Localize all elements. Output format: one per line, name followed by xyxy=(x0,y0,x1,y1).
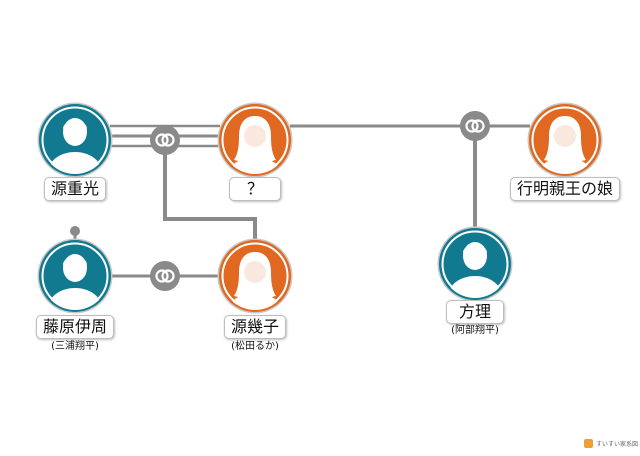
actor-label-fujiwara-korechika: (三浦翔平) xyxy=(51,341,99,352)
face-silhouette xyxy=(554,125,576,147)
name-label-fujiwara-korechika: 藤原伊周 xyxy=(35,315,115,339)
marriage-rings-icon xyxy=(150,125,180,155)
name-label-unknown-wife: ？ xyxy=(229,177,281,201)
logo-text: すいすい家系図 xyxy=(596,440,639,448)
marriage-rings-icon xyxy=(150,261,180,291)
shoulders-silhouette xyxy=(228,294,282,310)
person-avatar-minamoto-shigemitsu xyxy=(37,102,113,178)
branch-dot xyxy=(70,226,80,236)
person-avatar-fujiwara-korechika xyxy=(37,238,113,314)
hair-silhouette xyxy=(234,252,276,298)
hair-silhouette xyxy=(234,116,276,162)
shoulders-silhouette xyxy=(538,158,592,174)
person-avatar-kata-masa xyxy=(437,226,513,302)
person-avatar-unknown-wife xyxy=(217,102,293,178)
name-label-kata-masa: 方理 xyxy=(446,300,504,324)
hair-silhouette xyxy=(463,244,487,253)
name-label-yukiakira-daughter: 行明親王の娘 xyxy=(509,177,621,201)
name-label-minamoto-shigemitsu: 源重光 xyxy=(43,177,107,201)
face-silhouette xyxy=(244,261,266,283)
shoulders-silhouette xyxy=(47,152,103,174)
actor-label-kata-masa: (阿部翔平) xyxy=(451,325,499,336)
actor-label-minamoto-ikuko: (松田るか) xyxy=(231,341,279,352)
shoulders-silhouette xyxy=(447,276,503,298)
face-silhouette xyxy=(244,125,266,147)
person-avatar-minamoto-ikuko xyxy=(217,238,293,314)
shoulders-silhouette xyxy=(228,158,282,174)
site-logo: すいすい家系図 xyxy=(584,437,638,449)
hair-silhouette xyxy=(63,120,87,129)
name-label-minamoto-ikuko: 源幾子 xyxy=(223,315,287,339)
person-avatar-yukiakira-daughter xyxy=(527,102,603,178)
logo-icon xyxy=(584,438,593,448)
hair-silhouette xyxy=(544,116,586,162)
descent-line-to-ikuko xyxy=(163,140,257,242)
marriage-rings-icon xyxy=(460,111,490,141)
shoulders-silhouette xyxy=(47,288,103,310)
hair-silhouette xyxy=(63,256,87,265)
